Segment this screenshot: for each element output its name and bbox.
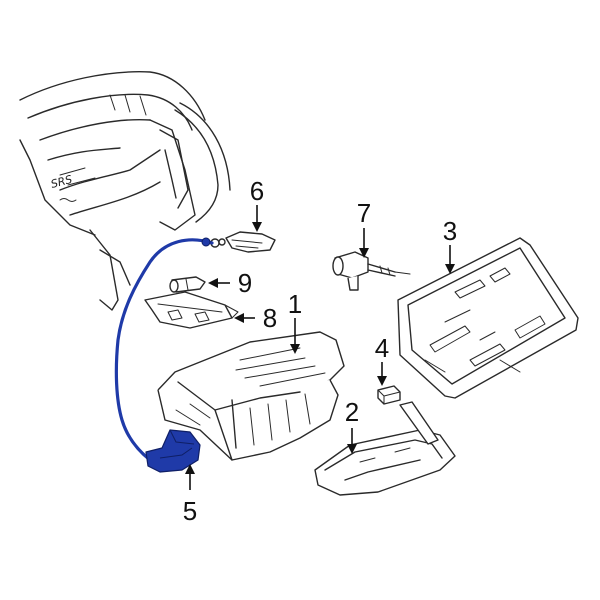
bracket-part [144, 291, 239, 329]
callout-2: 2 [345, 397, 359, 427]
callout-arrows [185, 205, 455, 490]
callout-8: 8 [263, 303, 277, 333]
glove-box-housing-part [157, 331, 345, 461]
callout-6: 6 [250, 176, 264, 206]
callout-4: 4 [375, 333, 389, 363]
callout-7: 7 [357, 198, 371, 228]
bumper-stop-part [377, 385, 401, 405]
callout-3: 3 [443, 216, 457, 246]
glove-box-tray-part [314, 401, 456, 496]
callout-5: 5 [183, 496, 197, 526]
lock-cylinder-part [332, 251, 411, 291]
glove-box-door-part [397, 237, 579, 399]
release-lever-part [210, 231, 276, 253]
srs-label: SRS [49, 173, 73, 191]
dashboard-outline: SRS [19, 71, 231, 311]
callout-1: 1 [288, 289, 302, 319]
pin-part [169, 276, 206, 293]
callout-labels: 1 2 3 4 5 6 7 8 9 [183, 176, 457, 526]
glove-box-latch-cable-part [114, 237, 214, 473]
callout-9: 9 [238, 268, 252, 298]
